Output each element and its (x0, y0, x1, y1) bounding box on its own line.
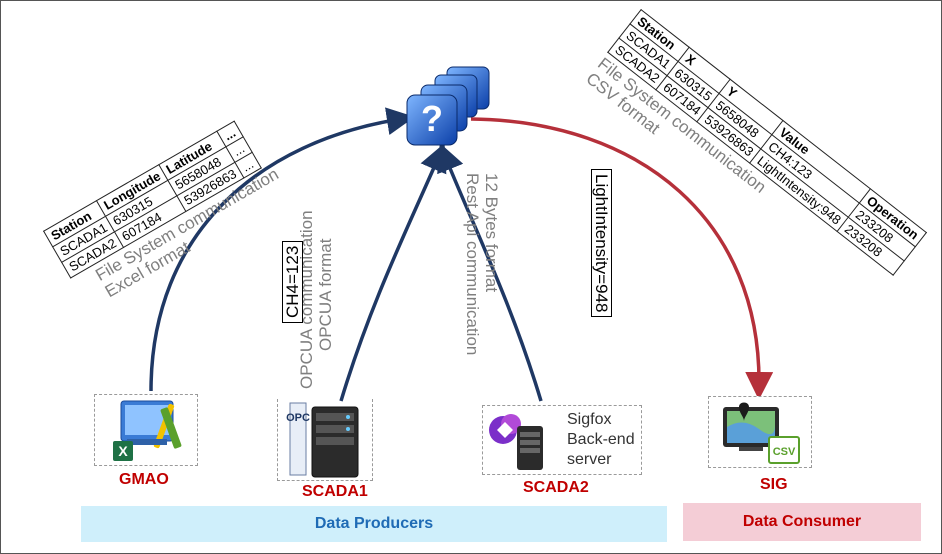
scada2-message: LightIntensity=948 (591, 169, 612, 318)
data-consumer-band: Data Consumer (683, 503, 921, 541)
scada1-comm-line1: OPCUA communication (297, 210, 316, 389)
svg-text:CSV: CSV (773, 446, 796, 458)
map-csv-icon: CSV (723, 402, 800, 464)
scada1-comm-line2: OPCUA format (316, 238, 335, 351)
svg-text:OPC: OPC (286, 412, 310, 424)
scada2-comm-line2: 12 Bytes format (482, 173, 501, 293)
scada2-to-hub-arrow (437, 143, 543, 402)
scada1-label: SCADA1 (302, 483, 368, 500)
gmao-label: GMAO (119, 471, 169, 488)
scada2-comm-block: 12 Bytes format Rest Api communication (463, 173, 501, 355)
svg-text:X: X (118, 443, 128, 459)
scada2-icon-box: Sigfox Back-end server (482, 405, 642, 475)
scada1-icon-box: OPC (277, 399, 373, 481)
scada2-server-text: Sigfox Back-end server (567, 411, 635, 468)
sig-icon-box: CSV (708, 396, 812, 468)
data-producers-band: Data Producers (81, 506, 667, 542)
sig-label: SIG (760, 476, 788, 493)
central-hub: ? (403, 63, 499, 153)
scada2-label: SCADA2 (523, 479, 589, 496)
excel-tools-icon: X (113, 400, 182, 461)
scada2-comm-line1: Rest Api communication (463, 173, 482, 356)
scada1-to-hub-arrow (339, 143, 447, 402)
scada1-comm-block: OPCUA communication OPCUA format (297, 210, 335, 389)
question-stack-icon: ? (406, 66, 490, 146)
gmao-icon-box: X (94, 394, 198, 466)
hub-to-sig-arrow (470, 117, 774, 400)
opc-server-icon: OPC (286, 402, 359, 478)
gmao-to-hub-arrow (149, 107, 415, 392)
svg-text:?: ? (421, 98, 443, 139)
sigfox-server-icon (489, 414, 543, 470)
scada2-message-block: LightIntensity=948 (591, 169, 612, 318)
